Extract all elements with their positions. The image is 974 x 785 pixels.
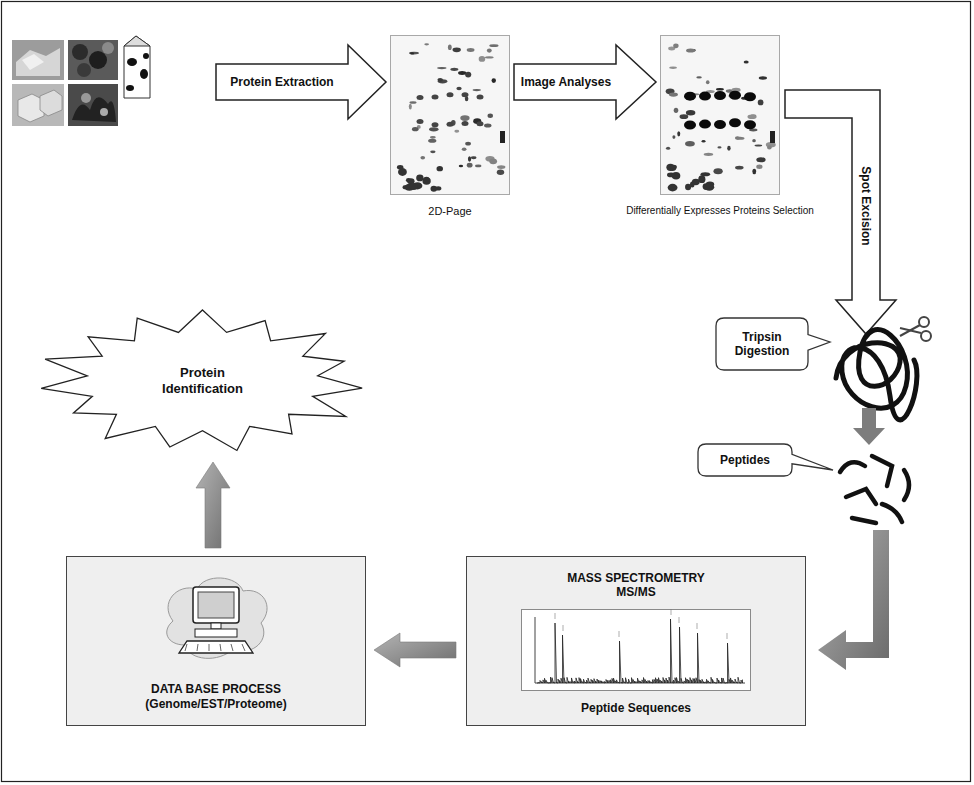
arrow-label-holder: Spot Excision bbox=[859, 165, 873, 246]
gel-image: 2D-Page bbox=[390, 35, 510, 195]
caption-holder: 2D-Page bbox=[428, 205, 471, 218]
gel-picture bbox=[390, 35, 510, 195]
node-text: MASS SPECTROMETRY MS/MS bbox=[561, 571, 711, 600]
node-text: Peptides bbox=[720, 453, 770, 467]
peptide-pieces bbox=[840, 456, 909, 523]
protein-strand bbox=[836, 330, 917, 420]
node-text: Differentially Expresses Proteins Select… bbox=[626, 205, 814, 217]
node-text: Protein Identification bbox=[148, 365, 258, 396]
gel-picture bbox=[660, 35, 780, 195]
arrow-label: Protein Extraction bbox=[229, 75, 334, 89]
process-box: DATA BASE PROCESS (Genome/EST/Proteome) bbox=[66, 556, 366, 726]
caption-holder: Differentially Expresses Proteins Select… bbox=[626, 205, 814, 217]
arrow-label-holder: Protein Extraction bbox=[229, 75, 334, 89]
grey-arrow bbox=[818, 530, 889, 670]
flow-arrow bbox=[374, 633, 456, 667]
result-starburst: Protein Identification bbox=[35, 308, 370, 454]
scissors-icon bbox=[900, 317, 931, 341]
node-text: DATA BASE PROCESS (Genome/EST/Proteome) bbox=[126, 682, 306, 711]
node-text: 2D-Page bbox=[428, 205, 471, 218]
arrow-label: Spot Excision bbox=[859, 165, 873, 246]
spectrum-chart bbox=[521, 609, 751, 691]
edge-label: Image Analyses bbox=[520, 75, 612, 89]
hollow-arrow bbox=[514, 45, 656, 119]
spectrum-holder bbox=[521, 609, 751, 691]
speech-bubble: Tripsin Digestion bbox=[716, 318, 808, 370]
gel-image: Differentially Expresses Proteins Select… bbox=[660, 35, 780, 195]
node-text: Tripsin Digestion bbox=[726, 330, 798, 359]
speech-bubble: Peptides bbox=[698, 444, 792, 476]
flow-arrow bbox=[196, 462, 230, 548]
computer-holder bbox=[153, 573, 279, 663]
process-box: MASS SPECTROMETRY MS/MS Peptide Sequences bbox=[466, 556, 806, 726]
node-subtext: Peptide Sequences bbox=[581, 701, 691, 715]
hollow-arrow bbox=[216, 45, 386, 119]
food-photos bbox=[12, 36, 150, 126]
computer-icon bbox=[153, 573, 279, 663]
grey-arrow bbox=[853, 408, 885, 445]
edge-label-holder: Image Analyses bbox=[520, 75, 612, 89]
